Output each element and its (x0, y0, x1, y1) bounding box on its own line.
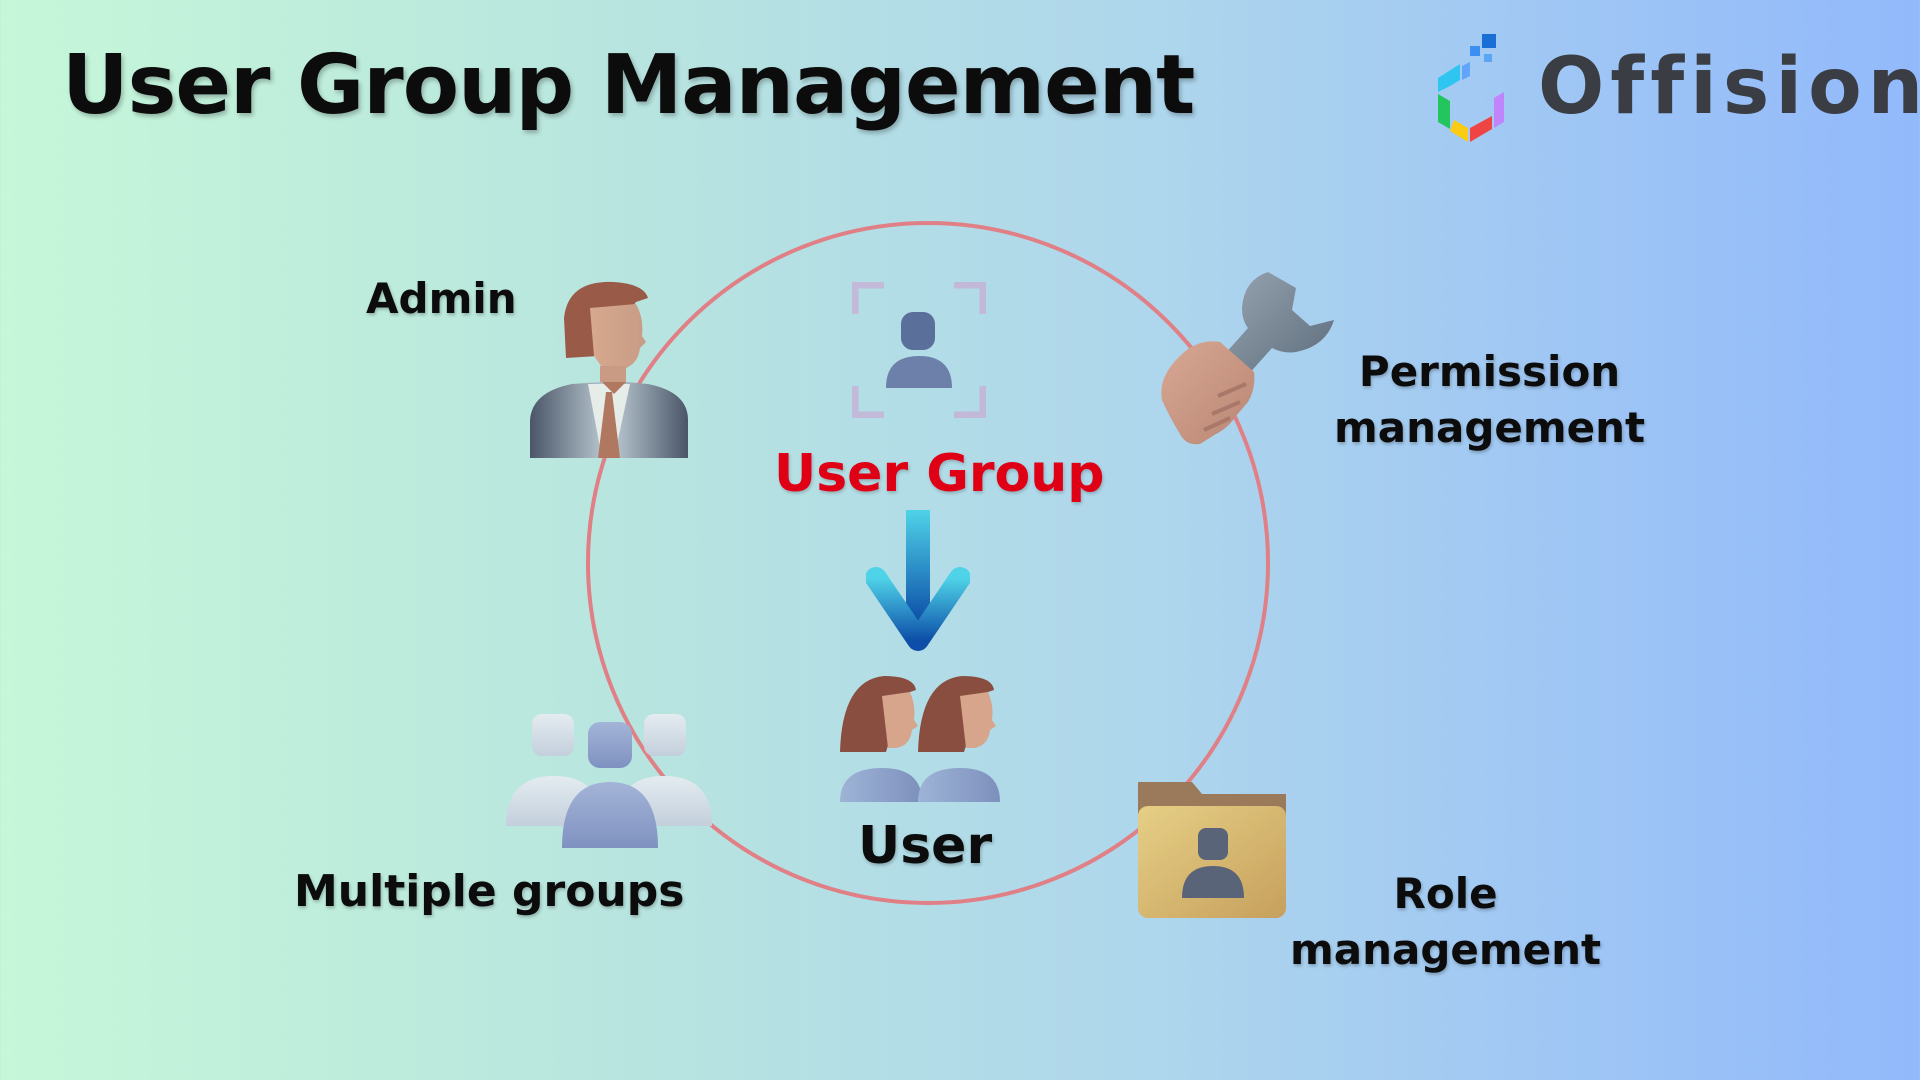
role-label-line1: Role (1393, 869, 1498, 918)
role-label-line2: management (1290, 925, 1602, 974)
permission-label-line2: management (1334, 403, 1646, 452)
admin-icon (528, 278, 690, 458)
user-group-label: User Group (774, 444, 1105, 504)
arrow-down-icon (866, 508, 970, 652)
user-label: User (858, 816, 993, 876)
offision-logo-icon (1438, 34, 1504, 142)
multiple-groups-icon (504, 712, 716, 848)
page-title: User Group Management (62, 38, 1195, 133)
brand-name: Offision (1538, 42, 1920, 132)
permission-label-line1: Permission (1358, 347, 1621, 396)
users-icon (838, 672, 1002, 802)
center-ring (586, 221, 1270, 905)
admin-label: Admin (366, 274, 517, 323)
permission-management-label: Permission management (1334, 344, 1645, 456)
wrench-icon (1156, 268, 1342, 452)
role-management-label: Role management (1290, 866, 1601, 978)
role-folder-icon (1136, 780, 1288, 920)
user-group-icon (852, 282, 986, 418)
brand-logo: Offision (1420, 32, 1920, 152)
multiple-groups-label: Multiple groups (294, 866, 685, 917)
